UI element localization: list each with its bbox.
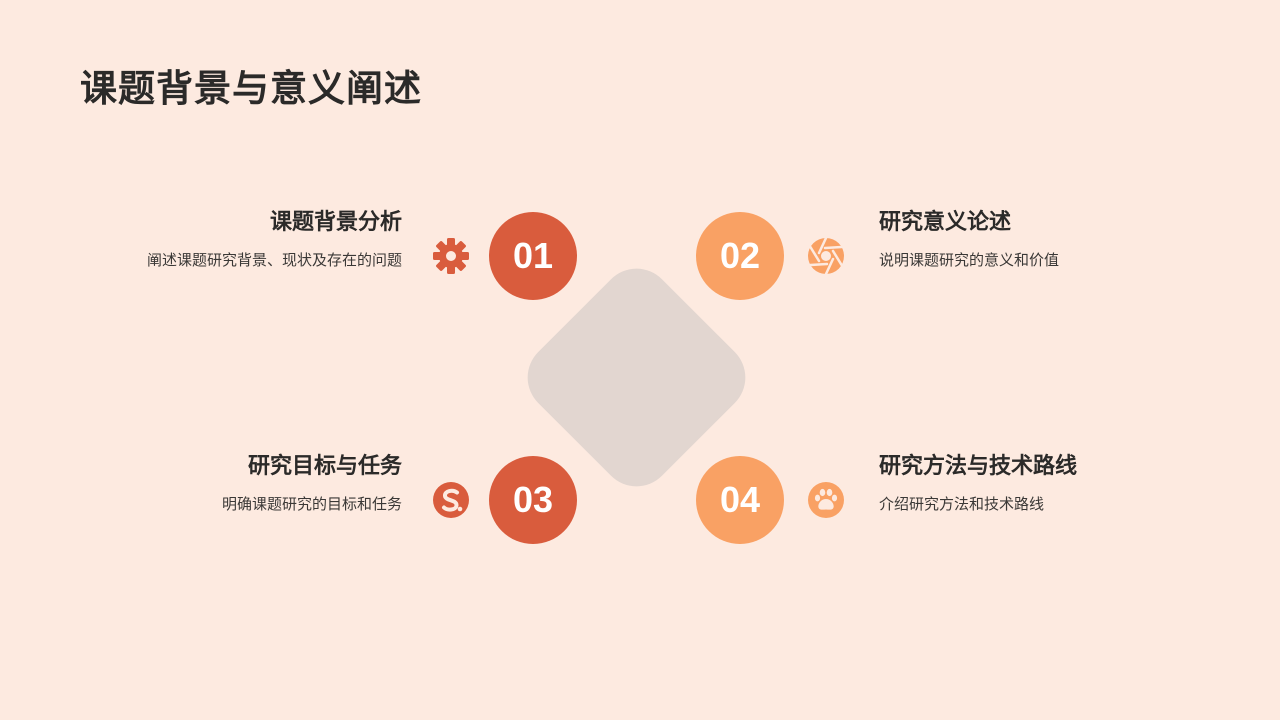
number-badge-03: 03 [489,456,577,544]
gear-icon [432,237,470,275]
s-logo-icon [432,481,470,519]
item-02-desc: 说明课题研究的意义和价值 [879,251,1060,269]
item-02-title: 研究意义论述 [879,210,1012,235]
number-badge-04: 04 [696,456,784,544]
paw-icon [807,481,845,519]
page-title: 课题背景与意义阐述 [80,67,422,110]
item-03-desc: 明确课题研究的目标和任务 [221,495,402,513]
item-04-title: 研究方法与技术路线 [879,454,1078,479]
aperture-icon [807,237,845,275]
item-01-desc: 阐述课题研究背景、现状及存在的问题 [146,251,402,269]
item-01-title: 课题背景分析 [269,210,402,235]
number-badge-02: 02 [696,212,784,300]
item-04-desc: 介绍研究方法和技术路线 [879,495,1045,513]
item-03-title: 研究目标与任务 [247,454,402,479]
number-badge-01: 01 [489,212,577,300]
